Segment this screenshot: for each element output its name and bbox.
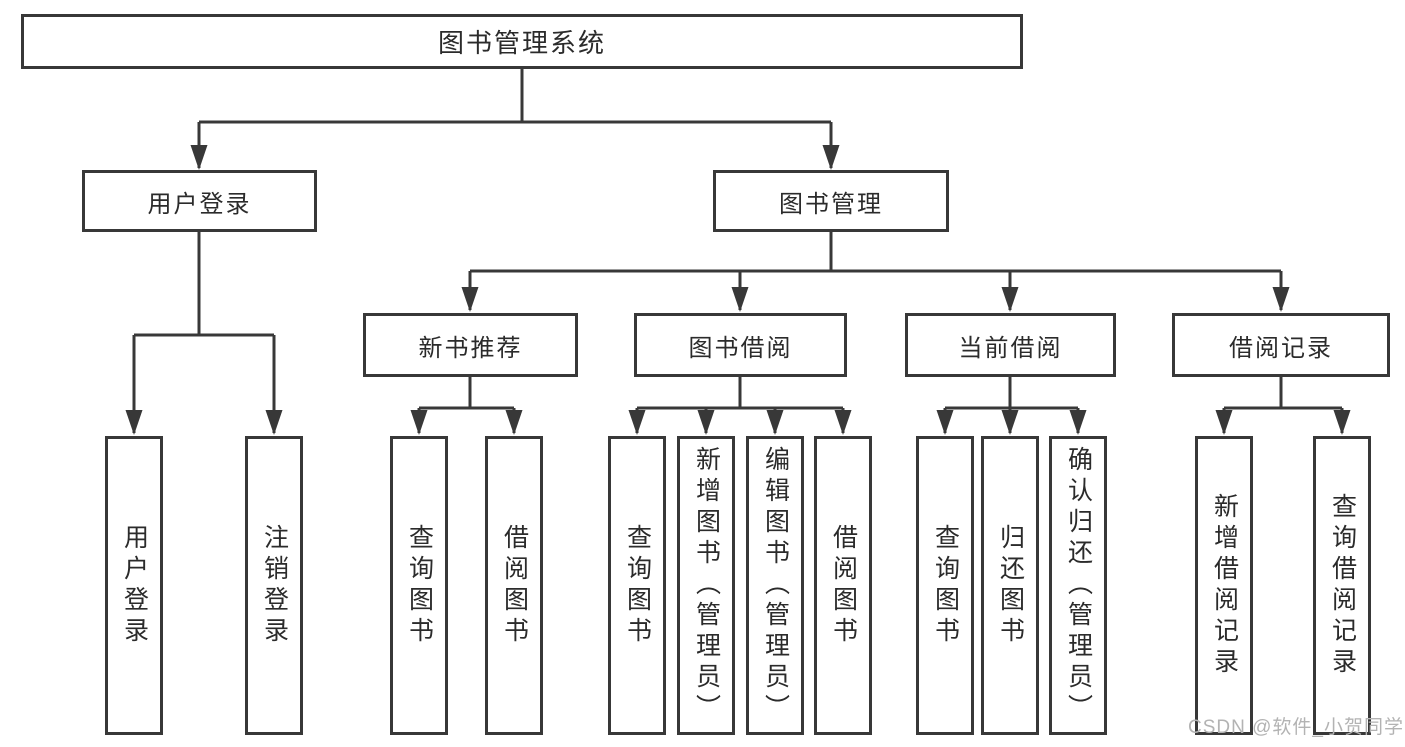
node-leaf-query-borrow-record: 查询借阅记录 [1313,436,1371,735]
node-leaf-borrow-books-recommend: 借阅图书 [485,436,543,735]
node-leaf-add-borrow-record: 新增借阅记录 [1195,436,1253,735]
node-current-borrowing: 当前借阅 [905,313,1116,377]
node-book-management: 图书管理 [713,170,949,232]
node-user-login: 用户登录 [82,170,317,232]
node-leaf-query-books-recommend: 查询图书 [390,436,448,735]
node-leaf-user-login: 用户登录 [105,436,163,735]
node-book-borrowing: 图书借阅 [634,313,847,377]
node-leaf-add-books-admin: 新增图书（管理员） [677,436,735,735]
node-library-management-system: 图书管理系统 [21,14,1023,69]
node-new-book-recommend: 新书推荐 [363,313,578,377]
node-leaf-borrow-books: 借阅图书 [814,436,872,735]
node-leaf-return-books: 归还图书 [981,436,1039,735]
node-borrowing-records: 借阅记录 [1172,313,1390,377]
node-leaf-edit-books-admin: 编辑图书（管理员） [746,436,804,735]
node-leaf-confirm-return-admin: 确认归还（管理员） [1049,436,1107,735]
node-leaf-query-books-current: 查询图书 [916,436,974,735]
csdn-watermark: CSDN @软件_小贺同学 [1188,717,1404,738]
node-leaf-logout: 注销登录 [245,436,303,735]
node-leaf-query-books-borrow: 查询图书 [608,436,666,735]
